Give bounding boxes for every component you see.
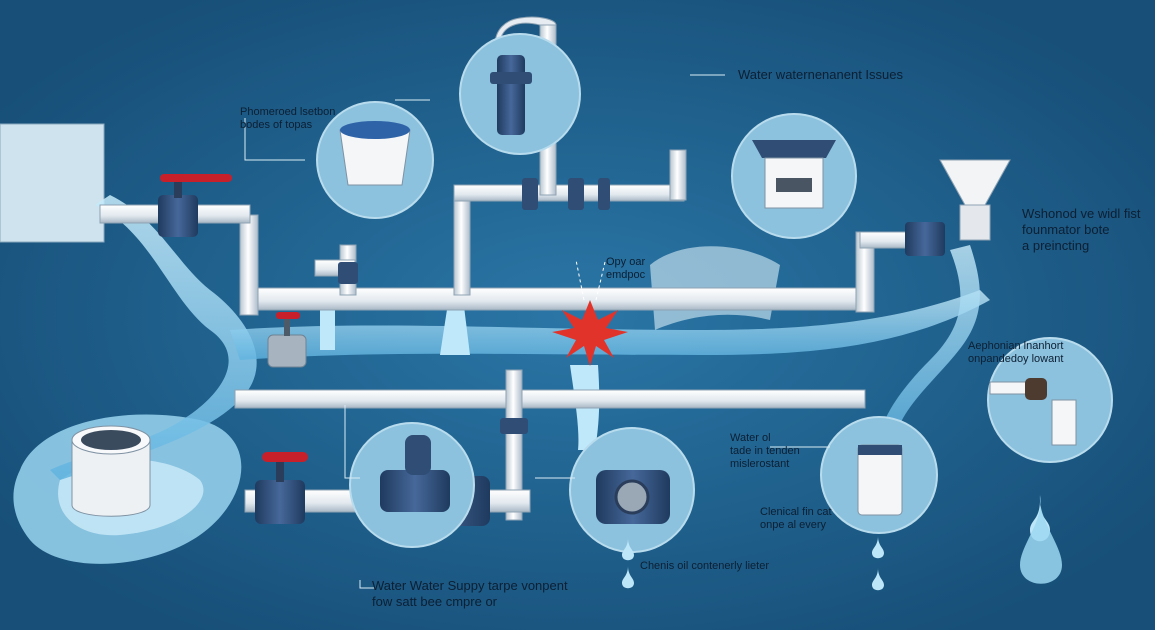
flange-1 bbox=[522, 178, 538, 210]
label-mid-line-2: tade in tenden bbox=[730, 445, 800, 457]
main-pipe-upper bbox=[244, 287, 861, 311]
circle-top-pump bbox=[459, 33, 581, 155]
side-valve bbox=[267, 334, 307, 368]
label-burst: Opy oar emdpoc bbox=[606, 256, 645, 282]
title-label: Water waternenanent Issues bbox=[738, 67, 903, 82]
label-top-left-line-2: bodes of topas bbox=[240, 119, 313, 131]
burst-icon bbox=[552, 300, 628, 366]
label-lower-mid-line-2: onpe al every bbox=[760, 519, 827, 531]
label-mid: Water ol tade in tenden mislerostant bbox=[730, 432, 800, 471]
right-valve bbox=[905, 222, 945, 256]
label-bottom-left: Water Water Suppy tarpe vonpent fow satt… bbox=[372, 578, 568, 610]
label-lower-mid-line-1: Clenical fin cat bbox=[760, 506, 832, 518]
droplet-small-4 bbox=[872, 568, 884, 591]
label-right-mid-line-1: Aephonian lnanhort bbox=[968, 340, 1064, 352]
label-top-left: Phomeroed lsetbon bodes of topas bbox=[240, 106, 335, 132]
burst-spray bbox=[575, 259, 606, 301]
flange-3 bbox=[598, 178, 610, 210]
label-right-mid-line-2: onpandedoy lowant bbox=[968, 353, 1064, 365]
water-stream-main bbox=[230, 290, 990, 360]
lower-riser-pipe bbox=[505, 369, 523, 521]
fan-tank bbox=[71, 425, 151, 517]
tall-pipe-elbow bbox=[494, 16, 557, 46]
side-valve-handle bbox=[276, 312, 300, 319]
label-mid-line-1: Water ol bbox=[730, 432, 771, 444]
label-right: Wshonod ve widl fist founmator bote a pr… bbox=[1022, 206, 1141, 254]
label-mid-line-3: mislerostant bbox=[730, 458, 790, 470]
large-droplet-icon bbox=[1020, 495, 1062, 584]
main-pipe-lower bbox=[234, 389, 866, 409]
label-bottom-left-line-1: Water Water Suppy tarpe vonpent bbox=[372, 578, 568, 593]
label-bottom-left-line-2: fow satt bee cmpre or bbox=[372, 594, 497, 609]
droplet-small-3 bbox=[872, 536, 884, 559]
left-riser-pipe bbox=[239, 214, 259, 316]
mid-flange bbox=[338, 262, 358, 284]
circle-bottom-right-filter bbox=[820, 416, 938, 534]
label-right-line-3: a preincting bbox=[1022, 238, 1090, 253]
circle-bottom-pump bbox=[349, 422, 475, 548]
bottom-valve bbox=[255, 480, 305, 524]
circle-top-right-tank bbox=[731, 113, 857, 239]
water-stream-right bbox=[880, 245, 980, 440]
inlet-valve bbox=[158, 195, 198, 237]
inlet-valve-stem bbox=[174, 180, 182, 198]
water-stream-left bbox=[50, 195, 257, 480]
pump-feed-pipe bbox=[669, 149, 687, 201]
inlet-valve-handle bbox=[160, 174, 232, 182]
lower-flange bbox=[500, 418, 528, 434]
label-right-line-2: founmator bote bbox=[1022, 222, 1110, 237]
droplet-small-2 bbox=[622, 566, 634, 589]
bottom-valve-stem bbox=[276, 462, 284, 482]
label-right-line-1: Wshonod ve widl fist bbox=[1022, 206, 1141, 221]
wall-panel bbox=[0, 123, 105, 243]
label-burst-line-1: Opy oar bbox=[606, 256, 646, 268]
label-top-left-line-1: Phomeroed lsetbon bbox=[240, 106, 336, 118]
circle-right-pipe bbox=[987, 337, 1113, 463]
top-right-funnel-neck bbox=[959, 204, 991, 241]
circle-bottom-center-motor bbox=[569, 427, 695, 553]
label-burst-line-2: emdpoc bbox=[606, 269, 646, 281]
circle-top-left-filter bbox=[316, 101, 434, 219]
label-right-mid: Aephonian lnanhort onpandedoy lowant bbox=[968, 340, 1063, 366]
droplet-small-1 bbox=[622, 538, 634, 561]
side-valve-stem bbox=[284, 318, 290, 336]
leader-lines bbox=[244, 74, 830, 589]
label-bottom-center: Chenis oil contenerly lieter bbox=[640, 560, 770, 572]
label-lower-mid: Clenical fin cat onpe al every bbox=[760, 506, 832, 532]
flange-2 bbox=[568, 178, 584, 210]
bottom-valve-handle bbox=[262, 452, 308, 462]
